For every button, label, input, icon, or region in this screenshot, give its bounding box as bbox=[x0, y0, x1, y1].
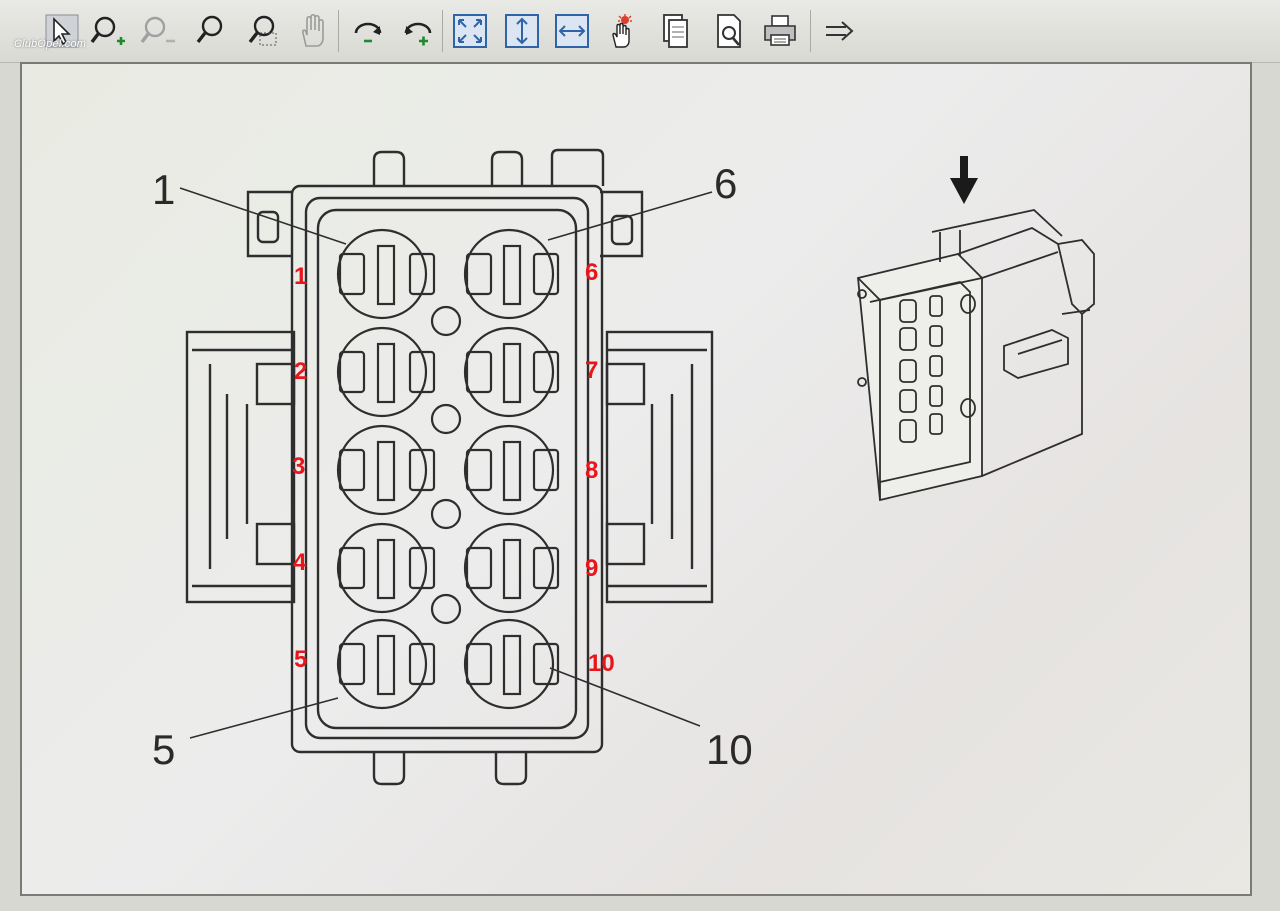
fit-height-icon bbox=[505, 14, 539, 48]
arrow-right-icon bbox=[826, 21, 854, 41]
next-button[interactable] bbox=[820, 9, 860, 53]
leader-lines bbox=[179, 187, 713, 739]
fit-height-button[interactable] bbox=[502, 9, 542, 53]
isometric-connector bbox=[857, 209, 1095, 502]
fit-width-icon bbox=[555, 14, 589, 48]
magnifier-icon bbox=[196, 15, 223, 44]
pan-button[interactable] bbox=[294, 9, 334, 53]
callout-5: 5 bbox=[152, 726, 175, 773]
pages-icon bbox=[663, 14, 688, 48]
rotate-right-icon bbox=[404, 22, 432, 46]
callout-10: 10 bbox=[706, 726, 753, 773]
zoom-in-icon bbox=[90, 16, 125, 45]
pin-label-10: 10 bbox=[588, 650, 615, 677]
pin-label-3: 3 bbox=[292, 453, 305, 480]
fit-window-button[interactable] bbox=[450, 9, 490, 53]
view-direction-arrow-icon bbox=[950, 156, 978, 204]
callout-6: 6 bbox=[714, 160, 737, 207]
top-pegs bbox=[372, 148, 605, 186]
zoom-area-button[interactable] bbox=[242, 9, 282, 53]
mounting-ears bbox=[246, 190, 644, 258]
watermark-text: ClubOpel.com bbox=[14, 38, 87, 50]
cursor-arrow-icon bbox=[45, 14, 79, 48]
drawing-canvas[interactable]: 1 6 5 10 1 2 3 4 5 6 7 8 9 10 bbox=[20, 62, 1252, 896]
pin-label-4: 4 bbox=[293, 549, 307, 576]
connector-housing bbox=[290, 184, 604, 754]
zoom-out-button[interactable] bbox=[138, 9, 178, 53]
pin-label-1: 1 bbox=[294, 263, 307, 290]
print-preview-icon bbox=[717, 14, 741, 48]
terminal-cavities bbox=[336, 228, 560, 710]
highlight-icon bbox=[612, 14, 632, 48]
printer-icon bbox=[764, 15, 796, 46]
print-button[interactable] bbox=[760, 9, 800, 53]
fit-window-icon bbox=[453, 14, 487, 48]
highlight-button[interactable] bbox=[602, 9, 642, 53]
side-latches bbox=[185, 330, 714, 604]
zoom-in-button[interactable] bbox=[88, 9, 128, 53]
select-tool-button[interactable] bbox=[42, 9, 82, 53]
pin-label-7: 7 bbox=[585, 357, 598, 384]
zoom-area-icon bbox=[248, 15, 277, 46]
connector-diagram: 1 6 5 10 1 2 3 4 5 6 7 8 9 10 bbox=[152, 148, 1095, 786]
rotate-left-button[interactable] bbox=[348, 9, 388, 53]
toolbar bbox=[0, 0, 1280, 63]
pin-label-9: 9 bbox=[585, 555, 598, 582]
zoom-button[interactable] bbox=[190, 9, 230, 53]
bottom-pegs bbox=[372, 752, 528, 786]
rotate-left-icon bbox=[354, 22, 382, 43]
rotate-right-button[interactable] bbox=[398, 9, 438, 53]
pin-label-6: 6 bbox=[585, 259, 598, 286]
print-preview-button[interactable] bbox=[710, 9, 750, 53]
callout-1: 1 bbox=[152, 166, 175, 213]
hand-icon bbox=[302, 13, 324, 47]
pages-button[interactable] bbox=[656, 9, 696, 53]
fit-width-button[interactable] bbox=[552, 9, 592, 53]
pin-label-8: 8 bbox=[585, 457, 598, 484]
pin-label-2: 2 bbox=[294, 358, 307, 385]
pin-label-5: 5 bbox=[294, 646, 307, 673]
zoom-out-icon bbox=[140, 16, 175, 44]
